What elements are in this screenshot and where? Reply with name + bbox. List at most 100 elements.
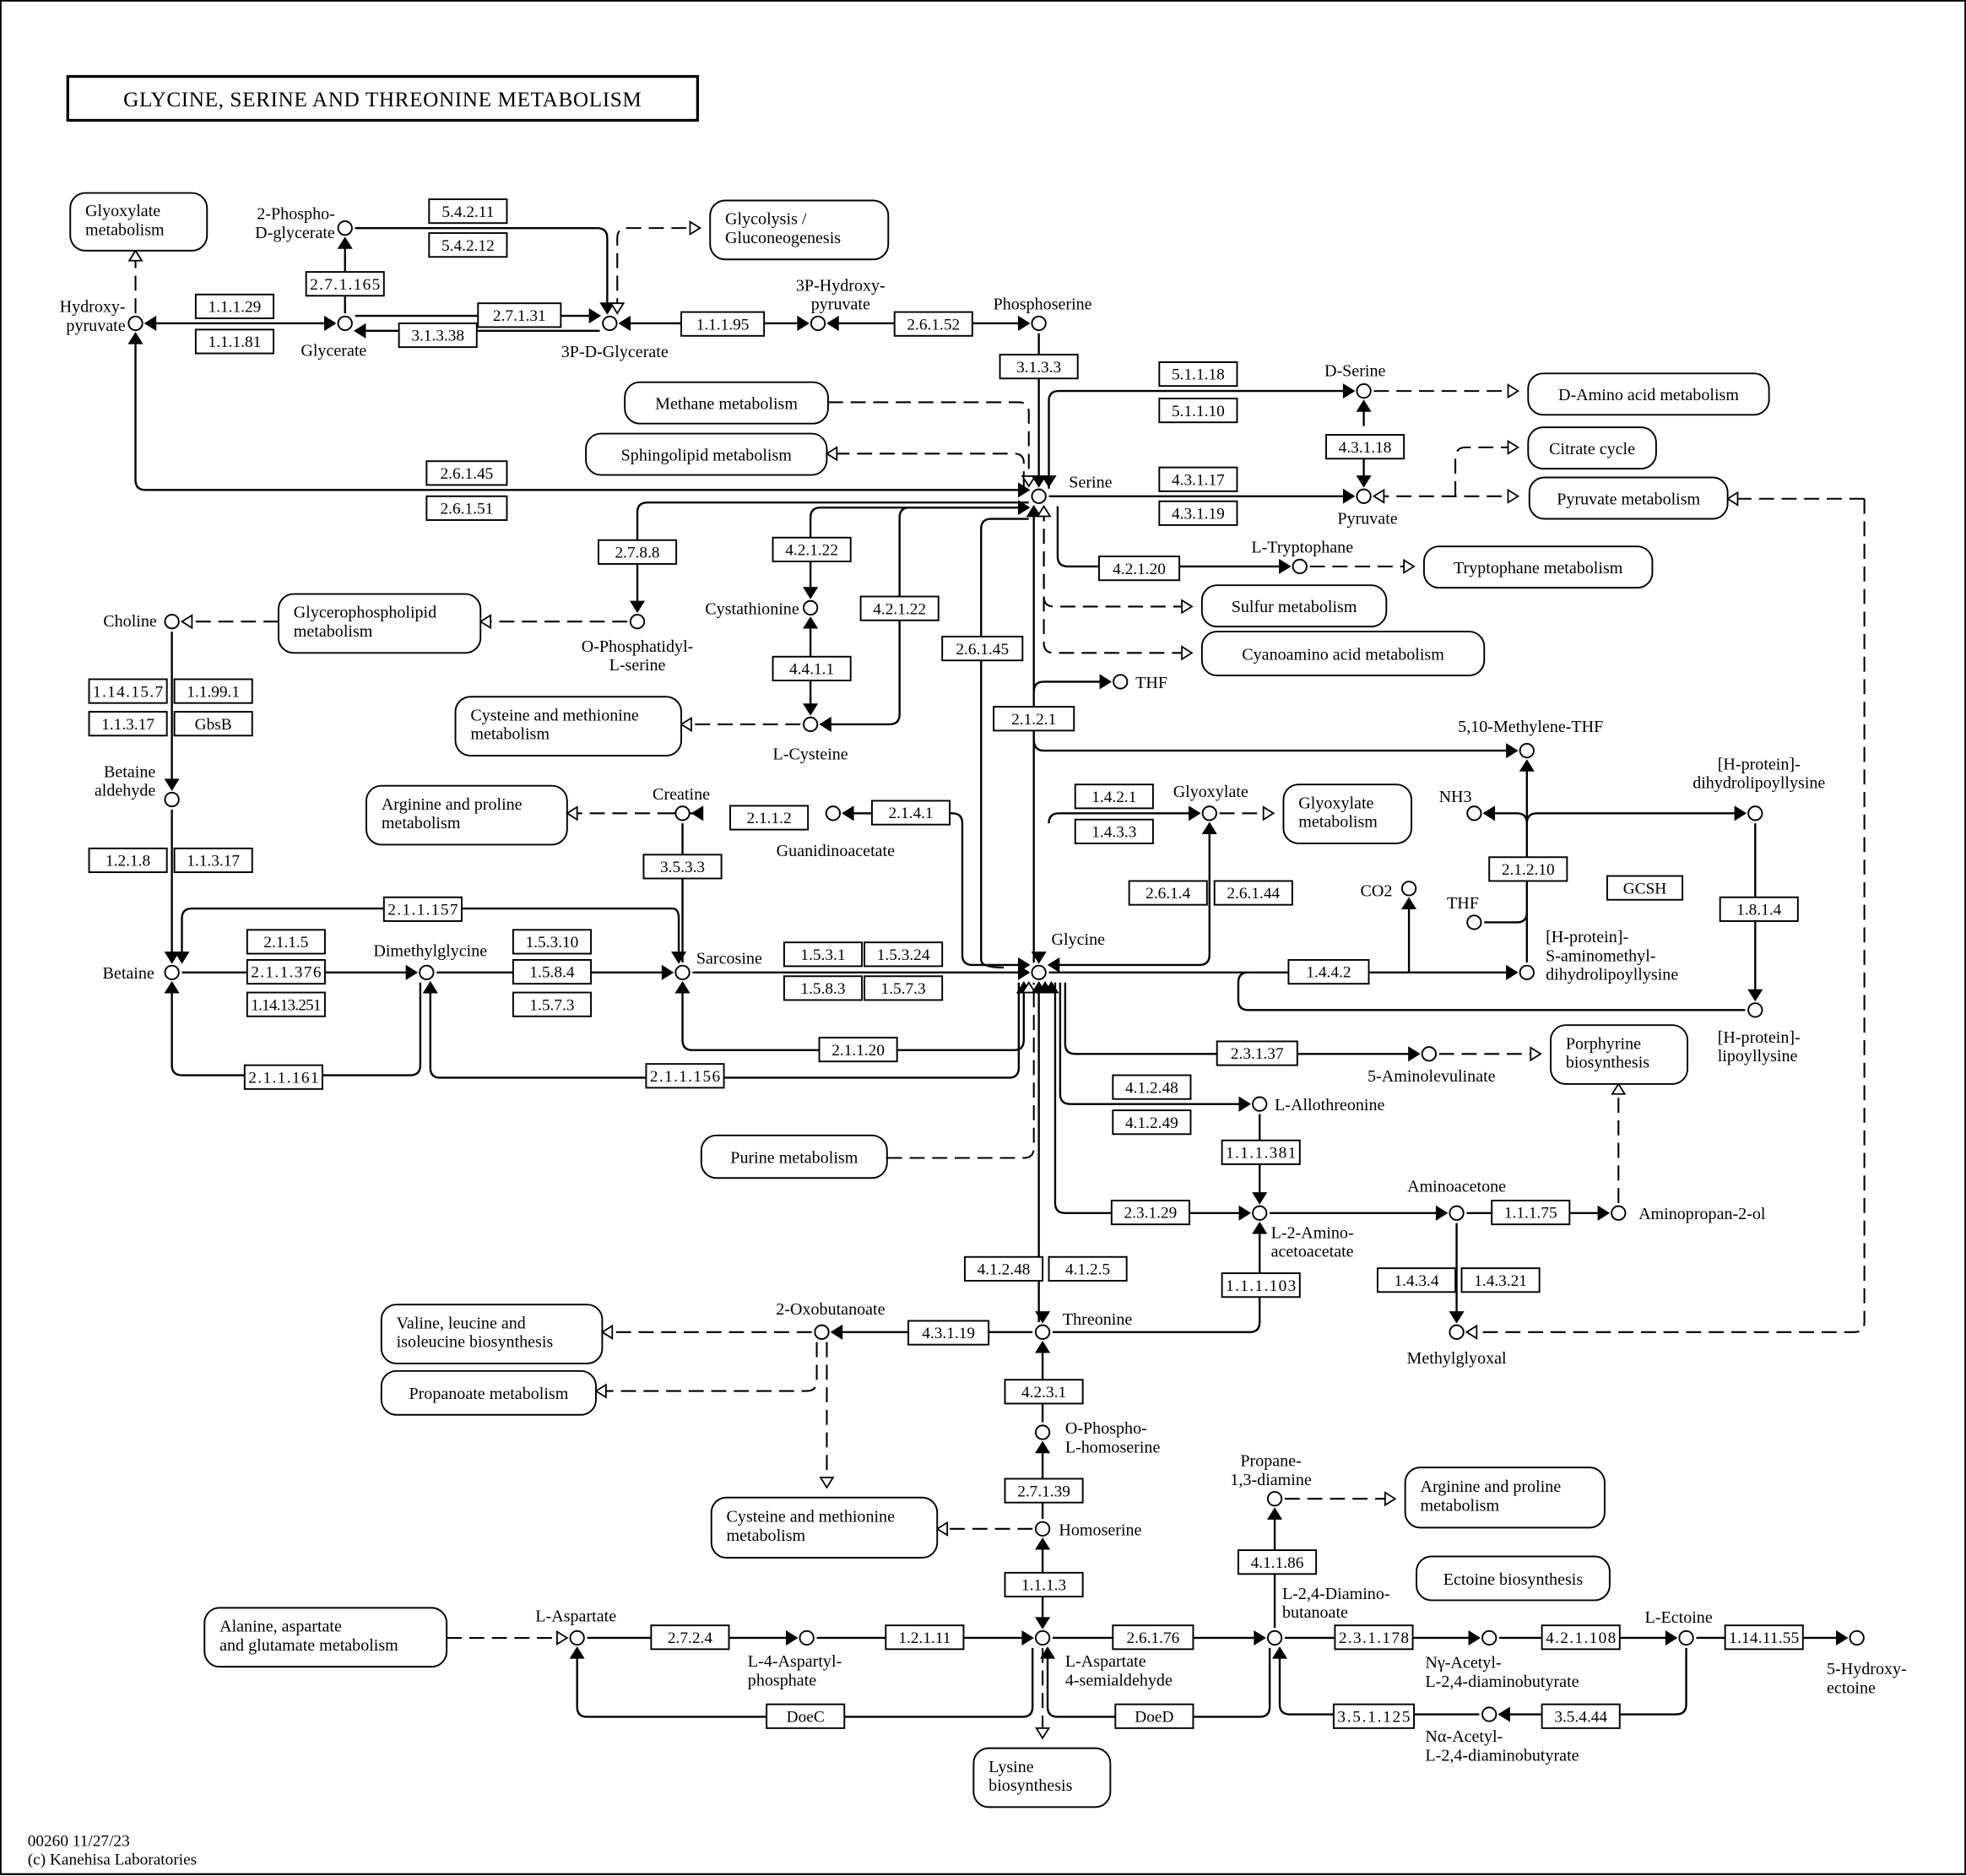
map-link-methane-metabolism[interactable]: Methane metabolism <box>624 381 829 425</box>
enzyme-box[interactable]: 2.1.1.376 <box>246 959 326 985</box>
enzyme-box[interactable]: 2.1.1.156 <box>645 1063 725 1089</box>
compound-nh3[interactable]: NH3 <box>1439 788 1482 821</box>
compound-l-2-4-diaminobutanoate[interactable]: L-2,4-Diamino-butanoate <box>1266 1585 1390 1646</box>
map-link-sphingolipid-metabolism[interactable]: Sphingolipid metabolism <box>585 432 828 476</box>
enzyme-box[interactable]: 4.3.1.19 <box>1158 500 1238 526</box>
enzyme-box[interactable]: 1.5.3.24 <box>864 941 944 968</box>
enzyme-box[interactable]: 1.1.1.95 <box>680 311 766 337</box>
enzyme-box[interactable]: 2.1.2.1 <box>993 706 1075 732</box>
enzyme-box[interactable]: 4.1.2.48 <box>963 1255 1044 1282</box>
enzyme-box[interactable]: 3.1.3.3 <box>999 354 1079 380</box>
enzyme-box[interactable]: 4.4.1.1 <box>772 655 852 681</box>
compound-serine[interactable]: Serine <box>1031 473 1113 504</box>
enzyme-box[interactable]: 1.1.1.81 <box>194 328 274 355</box>
compound-betaine[interactable]: Betaine <box>103 964 180 983</box>
compound-homoserine[interactable]: Homoserine <box>1034 1521 1142 1539</box>
enzyme-box[interactable]: 1.5.3.1 <box>783 941 864 968</box>
map-link-sulfur-metabolism[interactable]: Sulfur metabolism <box>1200 584 1388 628</box>
compound-glycine[interactable]: Glycine <box>1031 930 1105 980</box>
enzyme-box[interactable]: 2.1.1.2 <box>729 805 810 831</box>
compound-l-2-amino-acetoacetate[interactable]: L-2-Amino-acetoacetate <box>1252 1205 1354 1261</box>
enzyme-box[interactable]: 2.7.1.31 <box>477 302 562 328</box>
enzyme-box[interactable]: 1.1.1.75 <box>1491 1199 1571 1226</box>
enzyme-box[interactable]: 4.2.1.22 <box>859 595 940 621</box>
enzyme-box[interactable]: 1.2.1.8 <box>88 847 168 874</box>
enzyme-box[interactable]: 1.8.1.4 <box>1719 896 1799 922</box>
enzyme-box[interactable]: 4.3.1.17 <box>1158 466 1238 492</box>
enzyme-box[interactable]: 1.4.3.3 <box>1074 818 1154 844</box>
compound-propane-1-3-diamine[interactable]: Propane-1,3-diamine <box>1230 1452 1312 1507</box>
enzyme-box[interactable]: 5.1.1.10 <box>1158 398 1238 424</box>
enzyme-box[interactable]: 4.3.1.18 <box>1325 434 1405 460</box>
enzyme-box[interactable]: 1.1.1.29 <box>194 293 274 319</box>
enzyme-box[interactable]: 2.1.2.10 <box>1488 856 1568 882</box>
map-link-tryptophane-metabolism[interactable]: Tryptophane metabolism <box>1422 545 1654 589</box>
enzyme-box[interactable]: 4.2.1.20 <box>1098 556 1181 582</box>
compound-thf-1[interactable]: THF <box>1113 674 1167 692</box>
enzyme-box[interactable]: 2.7.1.39 <box>1004 1477 1084 1504</box>
enzyme-box[interactable]: 2.6.1.76 <box>1112 1624 1194 1651</box>
enzyme-box[interactable]: DoeD <box>1114 1703 1194 1729</box>
enzyme-box[interactable]: 2.7.1.165 <box>305 271 385 297</box>
enzyme-box[interactable]: 2.1.1.161 <box>243 1064 323 1090</box>
map-link-d-amino-acid-metabolism[interactable]: D-Amino acid metabolism <box>1527 372 1770 416</box>
compound-3p-d-glycerate[interactable]: 3P-D-Glycerate <box>561 315 669 361</box>
compound-sarcosine[interactable]: Sarcosine <box>674 949 762 980</box>
enzyme-box[interactable]: 2.6.1.52 <box>893 311 973 337</box>
enzyme-box[interactable]: 1.4.3.21 <box>1460 1267 1541 1293</box>
map-link-ectoine-biosynthesis[interactable]: Ectoine biosynthesis <box>1416 1555 1611 1602</box>
compound-l-ectoine[interactable]: L-Ectoine <box>1645 1608 1713 1646</box>
enzyme-box[interactable]: 1.2.1.11 <box>885 1624 965 1651</box>
enzyme-box[interactable]: 4.1.2.48 <box>1112 1074 1192 1100</box>
enzyme-box[interactable]: 1.5.7.3 <box>512 991 593 1017</box>
enzyme-box[interactable]: 3.1.3.38 <box>398 322 478 349</box>
enzyme-box[interactable]: 1.14.11.55 <box>1724 1624 1804 1651</box>
compound-ngamma-acetyl[interactable]: Nγ-Acetyl-L-2,4-diaminobutyrate <box>1425 1629 1579 1691</box>
compound-dimethylglycine[interactable]: Dimethylglycine <box>373 942 487 980</box>
compound-creatine[interactable]: Creatine <box>653 785 710 821</box>
enzyme-box[interactable]: 1.5.7.3 <box>864 975 944 1001</box>
map-link-propanoate-metabolism[interactable]: Propanoate metabolism <box>380 1369 597 1416</box>
compound-3p-hydroxypyruvate[interactable]: 3P-Hydroxy-pyruvate <box>796 276 886 332</box>
compound-aminopropan-2-ol[interactable]: Aminopropan-2-ol <box>1611 1205 1766 1223</box>
enzyme-box[interactable]: 4.2.1.22 <box>772 536 852 562</box>
enzyme-box[interactable]: 4.1.2.49 <box>1112 1109 1192 1136</box>
enzyme-box[interactable]: 3.5.1.125 <box>1332 1703 1416 1729</box>
map-link-glycolysis[interactable]: Glycolysis /Gluconeogenesis <box>709 199 890 261</box>
enzyme-box[interactable]: 1.1.99.1 <box>173 678 253 704</box>
enzyme-box[interactable]: 1.14.13.251 <box>246 991 326 1017</box>
enzyme-box[interactable]: 2.6.1.51 <box>425 495 508 521</box>
enzyme-box[interactable]: 1.1.3.17 <box>173 847 253 874</box>
enzyme-box[interactable]: 1.4.2.1 <box>1074 783 1154 810</box>
enzyme-box[interactable]: 1.4.4.2 <box>1287 959 1370 985</box>
map-link-cyanoamino-acid-metabolism[interactable]: Cyanoamino acid metabolism <box>1200 631 1486 677</box>
enzyme-box[interactable]: 2.6.1.4 <box>1128 880 1208 906</box>
enzyme-box[interactable]: 2.3.1.178 <box>1334 1624 1414 1651</box>
enzyme-box[interactable]: 1.1.1.381 <box>1221 1139 1301 1165</box>
compound-l-tryptophane[interactable]: L-Tryptophane <box>1251 539 1353 575</box>
compound-choline[interactable]: Choline <box>103 612 180 631</box>
compound-o-phosphatidyl-l-serine[interactable]: O-Phosphatidyl-L-serine <box>582 614 694 675</box>
enzyme-box[interactable]: 1.1.3.17 <box>88 711 168 737</box>
enzyme-box[interactable]: DoeC <box>766 1703 846 1729</box>
enzyme-box[interactable]: 2.1.1.157 <box>382 896 463 922</box>
enzyme-box[interactable]: 2.6.1.45 <box>425 460 508 486</box>
compound-glyoxylate[interactable]: Glyoxylate <box>1173 783 1248 821</box>
compound-phosphoserine[interactable]: Phosphoserine <box>994 295 1092 332</box>
compound-l-cysteine[interactable]: L-Cysteine <box>773 716 848 764</box>
compound-thf-2[interactable]: THF <box>1447 894 1482 930</box>
enzyme-box[interactable]: GbsB <box>173 711 253 737</box>
compound-l-allothreonine[interactable]: L-Allothreonine <box>1252 1096 1385 1114</box>
